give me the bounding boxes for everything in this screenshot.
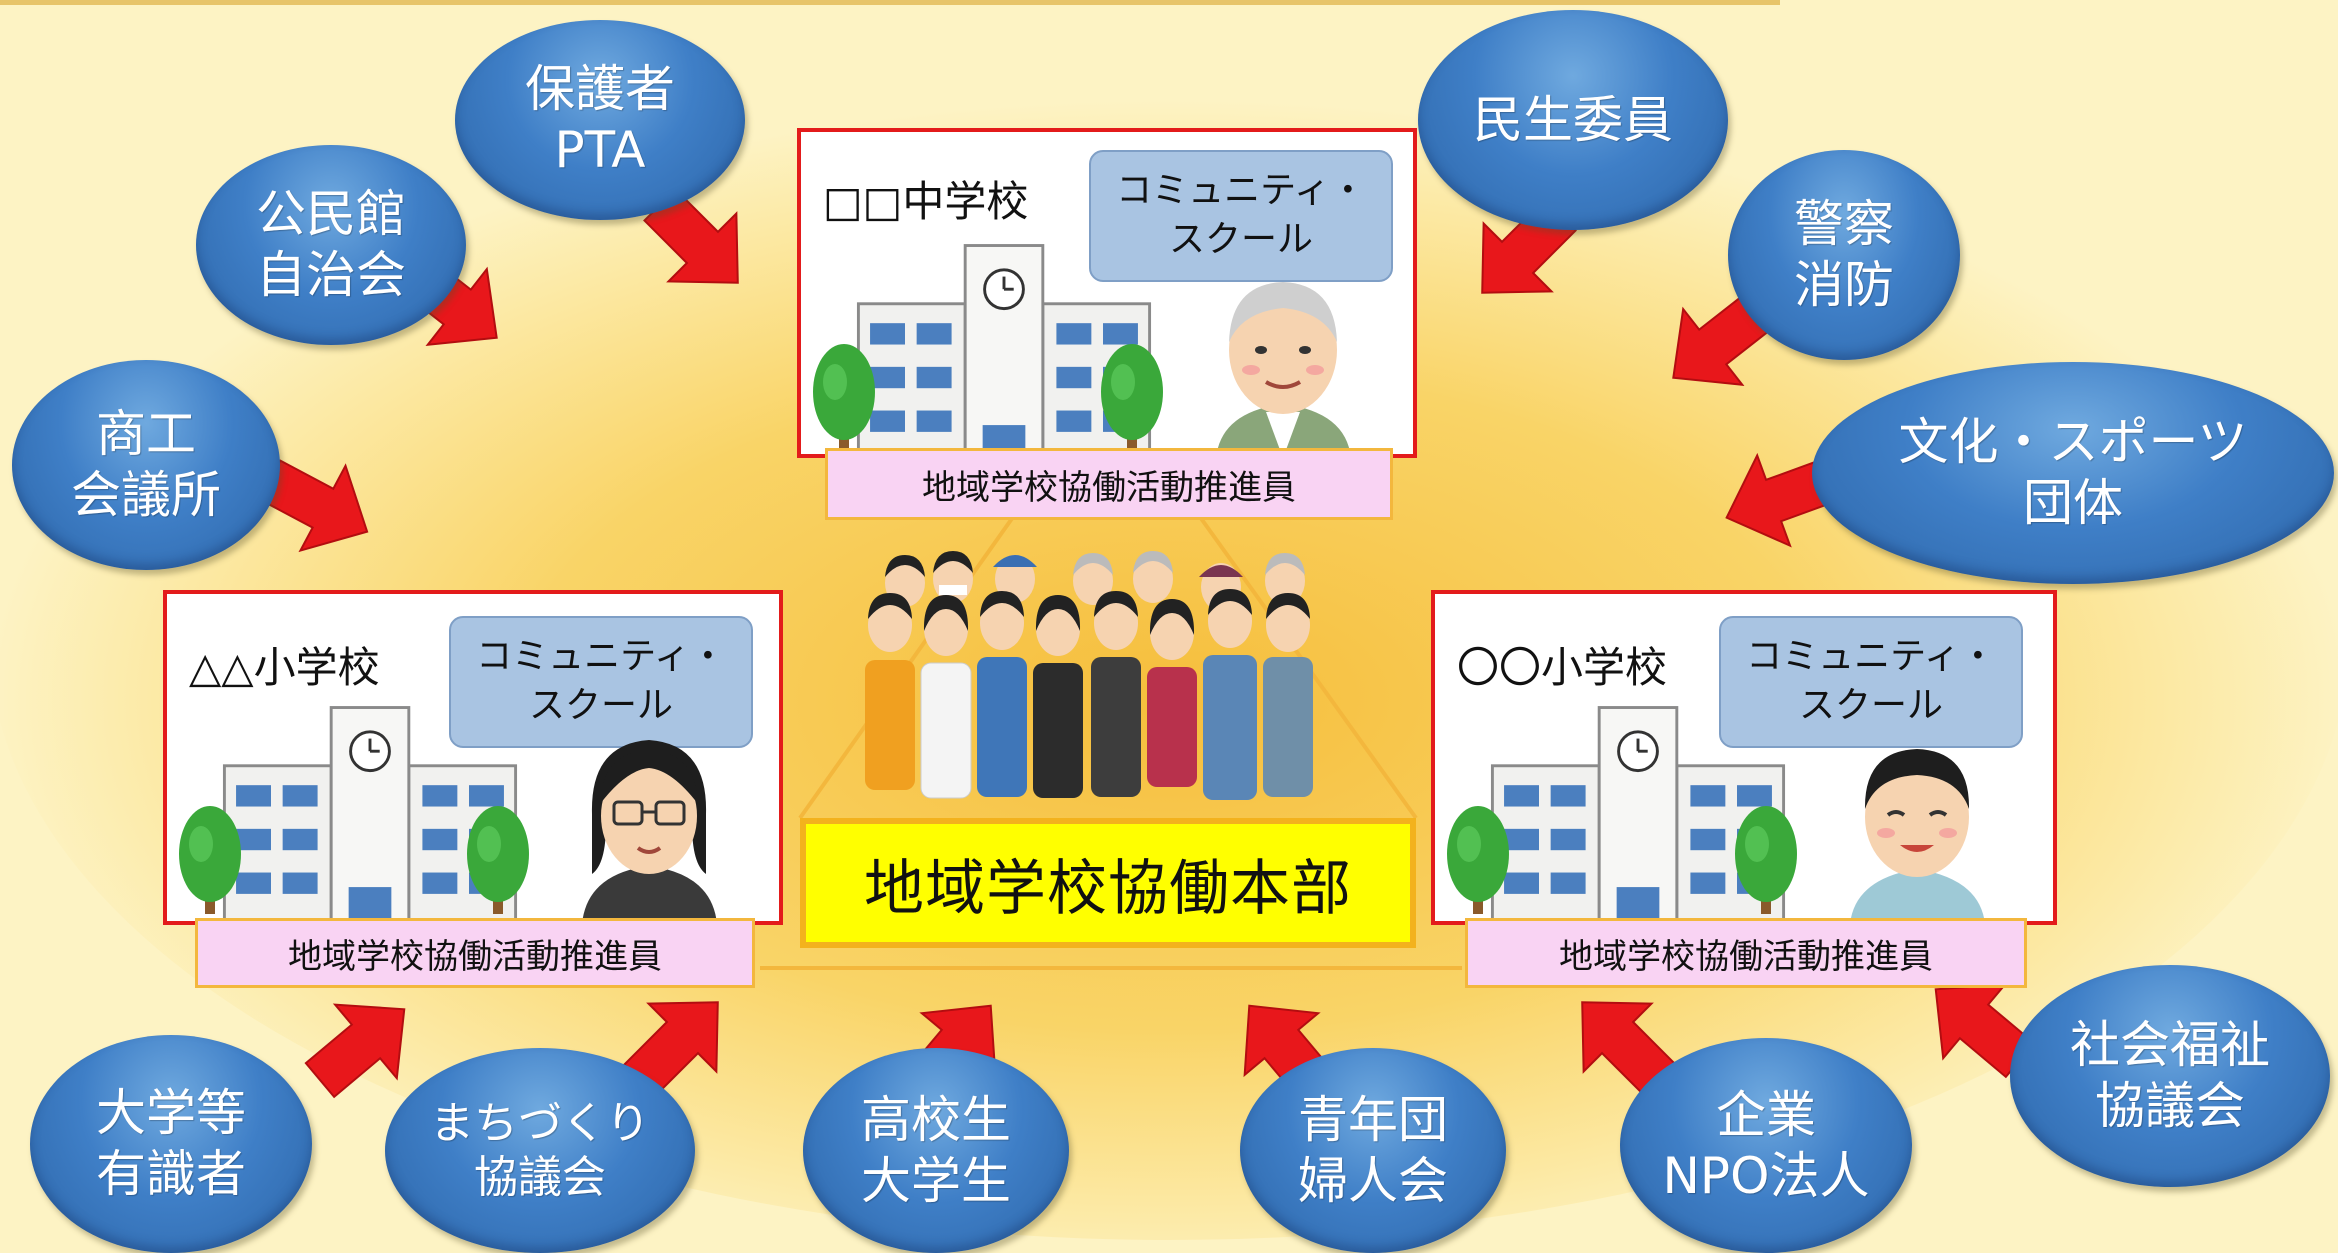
school-name: □□中学校 [823,177,1029,226]
school-name: 〇〇小学校 [1457,643,1668,692]
headquarters-box: 地域学校協働本部 [800,818,1416,948]
bubble-youth-women: 青年団 婦人会 [1240,1048,1506,1253]
tree-icon [179,806,241,914]
tree-icon [1447,806,1509,914]
bubble-minsei-iin: 民生委員 [1418,10,1728,230]
school-card-elementary-triangle: △△小学校 コミュニティ・ スクール 地域学校協働活動推進員 [163,590,783,988]
school-name: △△小学校 [189,643,380,692]
coordinator-role-label: 地域学校協働活動推進員 [825,448,1393,520]
coordinator-elder-man-illustration [1216,282,1351,458]
coordinator-role-label: 地域学校協働活動推進員 [1465,918,2027,988]
community-school-label: コミュニティ・ スクール [1089,150,1393,282]
coordinator-role-label: 地域学校協働活動推進員 [195,918,755,988]
person-icon [865,551,1313,800]
bubble-guardians-pta: 保護者 PTA [455,20,745,220]
bubble-company-npo: 企業 NPO法人 [1620,1038,1912,1253]
community-members-group-illustration [865,551,1313,800]
bubble-police-fire: 警察 消防 [1728,150,1960,360]
tree-icon [467,806,529,914]
school-card-elementary-circle: 〇〇小学校 コミュニティ・ スクール 地域学校協働活動推進員 [1431,590,2057,988]
top-border-line [0,0,1780,5]
tree-icon [1101,344,1163,452]
coordinator-young-man-illustration [1850,749,1985,924]
bubble-students: 高校生 大学生 [803,1048,1069,1253]
tree-icon [1735,806,1797,914]
bubble-chamber-of-commerce: 商工 会議所 [12,360,280,570]
bubble-university: 大学等 有識者 [30,1035,312,1253]
community-school-label: コミュニティ・ スクール [1719,616,2023,748]
bubble-kominkan-jichikai: 公民館 自治会 [196,145,466,345]
tree-icon [813,344,875,452]
community-school-label: コミュニティ・ スクール [449,616,753,748]
bubble-social-welfare: 社会福祉 協議会 [2010,965,2330,1187]
bubble-culture-sports: 文化・スポーツ 団体 [1812,362,2334,584]
bubble-machizukuri: まちづくり 協議会 [385,1048,695,1253]
school-card-junior-high: □□中学校 コミュニティ・ スクール 地域学校協働活動推進員 [797,128,1417,520]
coordinator-woman-illustration [582,740,717,924]
